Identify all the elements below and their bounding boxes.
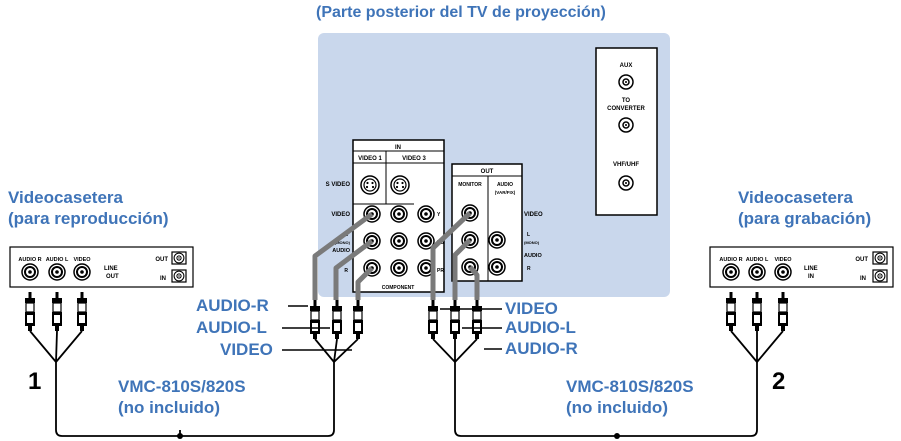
component-pr-label: PR bbox=[437, 268, 444, 274]
converter-coax-jack[interactable] bbox=[618, 117, 634, 133]
cable-right-leaders bbox=[440, 308, 502, 350]
cable-right-model: VMC-810S/820S bbox=[566, 377, 694, 396]
cable-left-note: (no incluido) bbox=[118, 398, 220, 417]
vcr-right-audio-r-jack[interactable] bbox=[722, 263, 740, 281]
out-r-label: R bbox=[527, 266, 531, 272]
vcr-right-in-label: IN bbox=[860, 276, 866, 282]
tv-back-title: (Parte posterior del TV de proyección) bbox=[316, 4, 606, 21]
vcr-left-title-line2: (para reproducción) bbox=[8, 209, 169, 228]
vcr-left-in-coax[interactable] bbox=[173, 270, 185, 282]
vcr-left-line-label: LINE bbox=[104, 266, 118, 272]
varfix-label: (VAR/FIX) bbox=[495, 190, 516, 195]
svideo-label: S VIDEO bbox=[326, 182, 351, 188]
aux-coax-jack[interactable] bbox=[618, 74, 634, 90]
component-label: COMPONENT bbox=[382, 285, 415, 291]
vcr-left-line2-label: OUT bbox=[106, 274, 119, 280]
in-mono-label: (MONO) bbox=[335, 240, 351, 245]
in-audio-label: AUDIO bbox=[332, 248, 350, 254]
component-y-jack[interactable] bbox=[417, 205, 435, 223]
vcr-right-title-line2: (para grabación) bbox=[738, 209, 872, 228]
in-title: IN bbox=[395, 145, 401, 151]
vcr-left-video-jack[interactable] bbox=[73, 263, 91, 281]
cable-left-video-label: VIDEO bbox=[220, 340, 273, 359]
cable-right-video-label: VIDEO bbox=[505, 299, 558, 318]
monitor-label: MONITOR bbox=[458, 182, 482, 188]
cable-right bbox=[432, 330, 784, 437]
plug-vcr-right-video bbox=[777, 291, 789, 332]
tv-out-panel: OUT MONITOR AUDIO (VAR/FIX) bbox=[451, 163, 523, 282]
step-number-2: 2 bbox=[772, 368, 786, 395]
component-y-label: Y bbox=[437, 212, 441, 218]
plug-vcr-left-audio-r bbox=[24, 291, 36, 332]
vcr-left-audio-r-label: AUDIO R bbox=[18, 257, 41, 263]
out-mono-label: (MONO) bbox=[524, 240, 540, 245]
vcr-right-in-coax[interactable] bbox=[874, 270, 886, 282]
antenna-panel: AUX TO CONVERTER VHF/UHF bbox=[595, 47, 658, 216]
cable-left-tv-wires bbox=[312, 211, 374, 300]
vcr-left-audio-l-jack[interactable] bbox=[48, 263, 66, 281]
plug-vcr-left-audio-l bbox=[51, 291, 63, 332]
vcr-right-video-label: VIDEO bbox=[774, 257, 792, 263]
svideo-jack-1[interactable] bbox=[360, 175, 380, 195]
plug-left-audio-l bbox=[331, 299, 343, 340]
vcr-right-video-jack[interactable] bbox=[774, 263, 792, 281]
vhfuhf-label: VHF/UHF bbox=[613, 162, 639, 168]
vcr-right-title-line1: Videocasetera bbox=[738, 188, 853, 207]
out-audio-label: AUDIO bbox=[497, 182, 513, 188]
vcr-left-title-line1: Videocasetera bbox=[8, 188, 123, 207]
cable-right-audio-r-label: AUDIO-R bbox=[505, 339, 578, 358]
vcr-right-out-coax[interactable] bbox=[874, 252, 886, 264]
vcr-left: AUDIO R AUDIO L VIDEO LINE OUT OUT IN bbox=[9, 246, 194, 288]
plug-right-video bbox=[427, 299, 439, 340]
cable-right-audio-l-label: AUDIO-L bbox=[505, 318, 576, 337]
plug-vcr-right-audio-r bbox=[725, 291, 737, 332]
audio-varfix-l-jack[interactable] bbox=[488, 231, 506, 249]
cable-left-audio-l-label: AUDIO-L bbox=[196, 318, 267, 337]
out-audio-side-label: AUDIO bbox=[524, 253, 542, 259]
converter-label: CONVERTER bbox=[607, 106, 645, 112]
cable-right-tv-wires bbox=[430, 211, 480, 300]
in-video3-audio-r-jack[interactable] bbox=[390, 259, 408, 277]
vcr-right-out-label: OUT bbox=[855, 257, 868, 263]
plug-left-audio-r bbox=[309, 299, 321, 340]
plug-left-video bbox=[352, 299, 364, 340]
svideo-jack-3[interactable] bbox=[390, 175, 410, 195]
cable-left-model: VMC-810S/820S bbox=[118, 377, 246, 396]
vcr-left-audio-r-jack[interactable] bbox=[21, 263, 39, 281]
vcr-right-audio-l-jack[interactable] bbox=[748, 263, 766, 281]
step-number-1: 1 bbox=[28, 368, 42, 395]
video1-label: VIDEO 1 bbox=[358, 156, 382, 162]
cable-left-audio-r-label: AUDIO-R bbox=[196, 296, 269, 315]
in-video3-audio-l-jack[interactable] bbox=[390, 232, 408, 250]
cable-right-note: (no incluido) bbox=[566, 398, 668, 417]
in-r-label: R bbox=[344, 268, 348, 274]
plug-right-audio-l bbox=[449, 299, 461, 340]
vcr-right-line-label: LINE bbox=[804, 266, 818, 272]
vcr-left-video-label: VIDEO bbox=[73, 257, 91, 263]
plug-vcr-left-video bbox=[76, 291, 88, 332]
audio-varfix-r-jack[interactable] bbox=[488, 258, 506, 276]
vcr-left-audio-l-label: AUDIO L bbox=[46, 257, 69, 263]
vcr-right-line2-label: IN bbox=[808, 274, 814, 280]
out-video-label: VIDEO bbox=[524, 212, 543, 218]
vcr-right: AUDIO R AUDIO L VIDEO LINE IN OUT IN bbox=[709, 246, 894, 288]
in-video3-video-jack[interactable] bbox=[390, 205, 408, 223]
plug-right-audio-r bbox=[471, 299, 483, 340]
vcr-left-out-coax[interactable] bbox=[173, 252, 185, 264]
vcr-left-out-label: OUT bbox=[155, 257, 168, 263]
vcr-right-audio-r-label: AUDIO R bbox=[719, 257, 742, 263]
vcr-right-audio-l-label: AUDIO L bbox=[746, 257, 769, 263]
video3-label: VIDEO 3 bbox=[402, 156, 426, 162]
vcr-left-in-label: IN bbox=[160, 276, 166, 282]
to-label: TO bbox=[622, 98, 631, 104]
vhfuhf-coax-jack[interactable] bbox=[618, 175, 634, 191]
in-video-label: VIDEO bbox=[331, 212, 350, 218]
aux-label: AUX bbox=[620, 63, 633, 69]
out-l-label: L bbox=[527, 232, 530, 238]
cable-left-leaders bbox=[282, 305, 352, 351]
out-title: OUT bbox=[481, 169, 494, 175]
plug-vcr-right-audio-l bbox=[751, 291, 763, 332]
